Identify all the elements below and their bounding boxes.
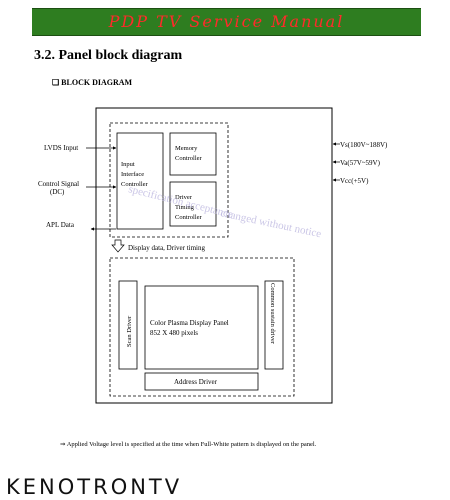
plasma-panel-line1: Color Plasma Display Panel [150,319,229,327]
driver-timing-line3: Controller [175,214,203,221]
outer-frame [95,107,333,404]
vs-voltage-label: Vs(180V~188V) [340,141,388,149]
control-signal-label: Control Signal [38,180,79,188]
driver-timing-line1: Driver [175,194,193,201]
footer-brand: KENOTRONTV [6,475,183,499]
plasma-panel-block [144,285,259,370]
memory-controller-line1: Memory [175,145,198,152]
section-heading: 3.2. Panel block diagram [34,48,183,63]
vcc-voltage-label: Vcc(+5V) [340,177,369,185]
voltage-note: ⇒ Applied Voltage level is specified at … [60,440,316,448]
sustain-driver-block [264,280,284,370]
scan-driver-label: Scan Driver [126,315,133,347]
page-header-title: PDP TV Service Manual [108,12,345,31]
note-arrow-icon: ⇒ [60,441,66,448]
control-signal-dc-label: (DC) [50,188,65,196]
scan-driver-block [118,280,138,370]
block-diagram-label: ❏ BLOCK DIAGRAM [52,78,132,87]
va-voltage-label: Va(57V~59V) [340,159,381,167]
checkbox-bullet-icon: ❏ [52,78,60,87]
driver-timing-line2: Timing [175,204,195,211]
driver-timing-controller [169,181,217,227]
input-interface-line3: Controller [121,181,149,188]
voltage-note-text: Applied Voltage level is specified at th… [66,441,317,448]
display-data-arrow-icon [111,239,125,253]
header-band: PDP TV Service Manual [32,8,421,36]
panel-group [109,257,295,397]
controller-group [109,122,229,238]
watermark-line2: changed without notice [219,207,322,240]
input-interface-line2: Interface [121,171,144,178]
block-diagram-title: BLOCK DIAGRAM [61,78,133,87]
sustain-driver-label: Common sustain driver [269,283,276,345]
memory-controller [169,132,217,176]
address-driver-label: Address Driver [174,378,218,386]
plasma-panel-line2: 852 X 480 pixels [150,329,198,337]
input-interface-line1: Input [121,161,135,168]
memory-controller-line2: Controller [175,155,203,162]
address-driver-block [144,372,259,391]
input-interface-controller [116,132,164,230]
display-data-label: Display data, Driver timing [128,244,205,252]
lvds-input-label: LVDS Input [44,144,78,152]
apl-data-label: APL Data [46,221,75,229]
